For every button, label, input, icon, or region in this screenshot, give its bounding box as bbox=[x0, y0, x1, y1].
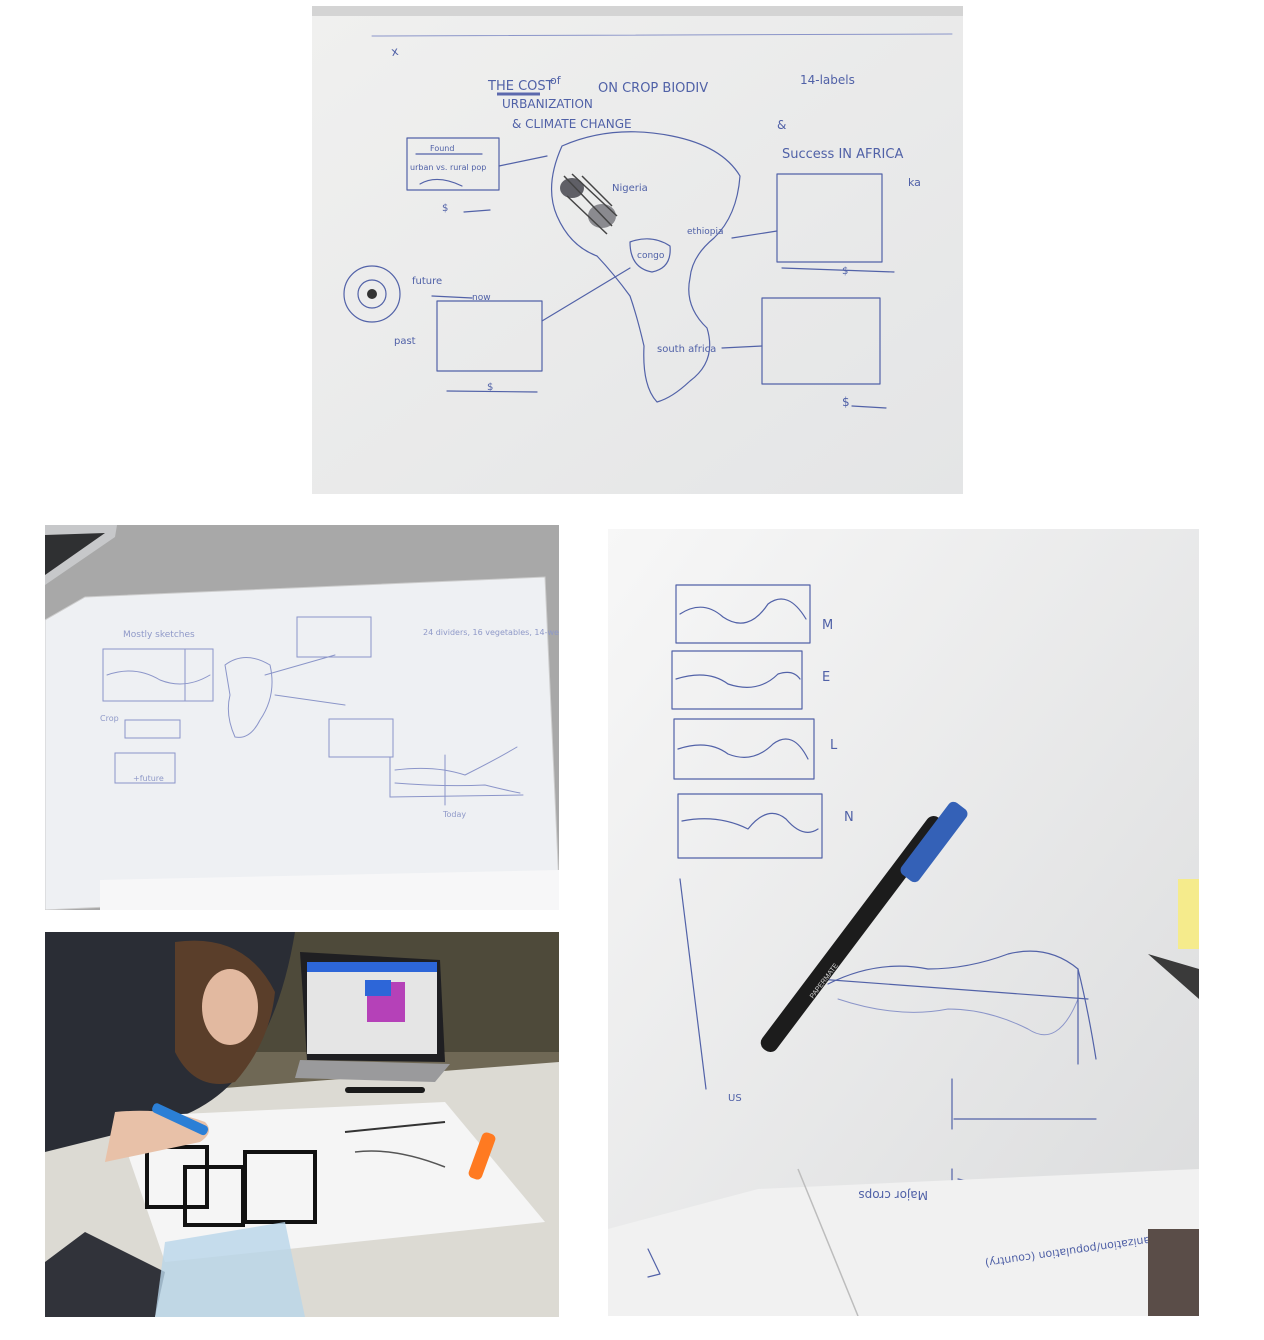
svg-text:$: $ bbox=[442, 203, 448, 214]
title-line2: URBANIZATION bbox=[502, 97, 593, 111]
right-chart-box-bottom bbox=[761, 297, 881, 385]
timeline-circle bbox=[343, 265, 401, 323]
mid-label-crop: Crop bbox=[100, 714, 119, 723]
label-south-africa: south africa bbox=[657, 344, 716, 355]
inset-subtitle: urban vs. rural pop bbox=[410, 163, 486, 172]
label-us: US bbox=[728, 1093, 742, 1104]
paper-sheet bbox=[45, 577, 559, 910]
wave-box-1 bbox=[675, 584, 811, 644]
svg-text:$: $ bbox=[842, 395, 850, 409]
wave-box-2 bbox=[671, 650, 803, 710]
title-line1: THE COST bbox=[487, 79, 554, 94]
label-nigeria: Nigeria bbox=[612, 183, 648, 194]
person-drawing-scene bbox=[45, 932, 559, 1317]
mid-label-future: +future bbox=[133, 774, 164, 783]
svg-text:N: N bbox=[844, 810, 854, 825]
svg-text:$: $ bbox=[487, 382, 493, 393]
label-congo: congo bbox=[637, 251, 665, 261]
title-line3: & CLIMATE CHANGE bbox=[512, 117, 632, 131]
laptop bbox=[295, 952, 450, 1082]
label-ethiopia: ethiopia bbox=[687, 227, 724, 237]
svg-text:x: x bbox=[390, 44, 399, 59]
note-success: Success IN AFRICA bbox=[782, 147, 903, 162]
photo-person-drawing bbox=[45, 932, 559, 1317]
mid-label-today: Today bbox=[442, 810, 466, 819]
photo-sketch-on-desk: Mostly sketches Crop +future 24 dividers… bbox=[45, 525, 559, 910]
title-of: of bbox=[550, 74, 562, 87]
svg-text:&: & bbox=[777, 118, 786, 132]
photo-africa-map-sketch: x THE COST of ON CROP BIODIV URBANIZATIO… bbox=[312, 6, 963, 494]
upside-down-major-crops: Major crops bbox=[858, 1188, 928, 1202]
sketch-on-desk-drawing: Mostly sketches Crop +future 24 dividers… bbox=[45, 525, 559, 910]
mid-note: 24 dividers, 16 vegetables, 14-weeks bbox=[423, 628, 559, 637]
title-rest: ON CROP BIODIV bbox=[598, 81, 708, 96]
note-ka: ka bbox=[908, 176, 921, 189]
mid-heading: Mostly sketches bbox=[123, 630, 195, 640]
inset-heading: Found bbox=[430, 144, 454, 153]
label-now: now bbox=[472, 293, 491, 303]
wave-box-4 bbox=[677, 793, 823, 859]
orange-marker bbox=[468, 1132, 496, 1180]
africa-outline bbox=[550, 131, 741, 403]
small-multiples-drawing: M E L N US PAPERMATE bbox=[608, 529, 1199, 1316]
black-marker bbox=[345, 1087, 425, 1093]
photo-small-multiples-sketch: M E L N US PAPERMATE bbox=[608, 529, 1199, 1316]
svg-text:$: $ bbox=[842, 266, 848, 277]
svg-text:E: E bbox=[822, 670, 830, 685]
nigeria-shading bbox=[560, 173, 618, 235]
label-past: past bbox=[394, 336, 416, 347]
label-future: future bbox=[412, 276, 442, 287]
note-labels: 14-labels bbox=[800, 73, 855, 87]
svg-text:M: M bbox=[822, 618, 833, 633]
africa-map-sketch-drawing: x THE COST of ON CROP BIODIV URBANIZATIO… bbox=[312, 6, 963, 494]
wave-box-3 bbox=[673, 718, 815, 780]
right-chart-box-top bbox=[776, 173, 883, 263]
svg-text:L: L bbox=[830, 738, 838, 753]
blue-marker bbox=[152, 1103, 209, 1136]
inset-chart-box bbox=[406, 137, 500, 191]
left-chart-box bbox=[436, 300, 543, 372]
